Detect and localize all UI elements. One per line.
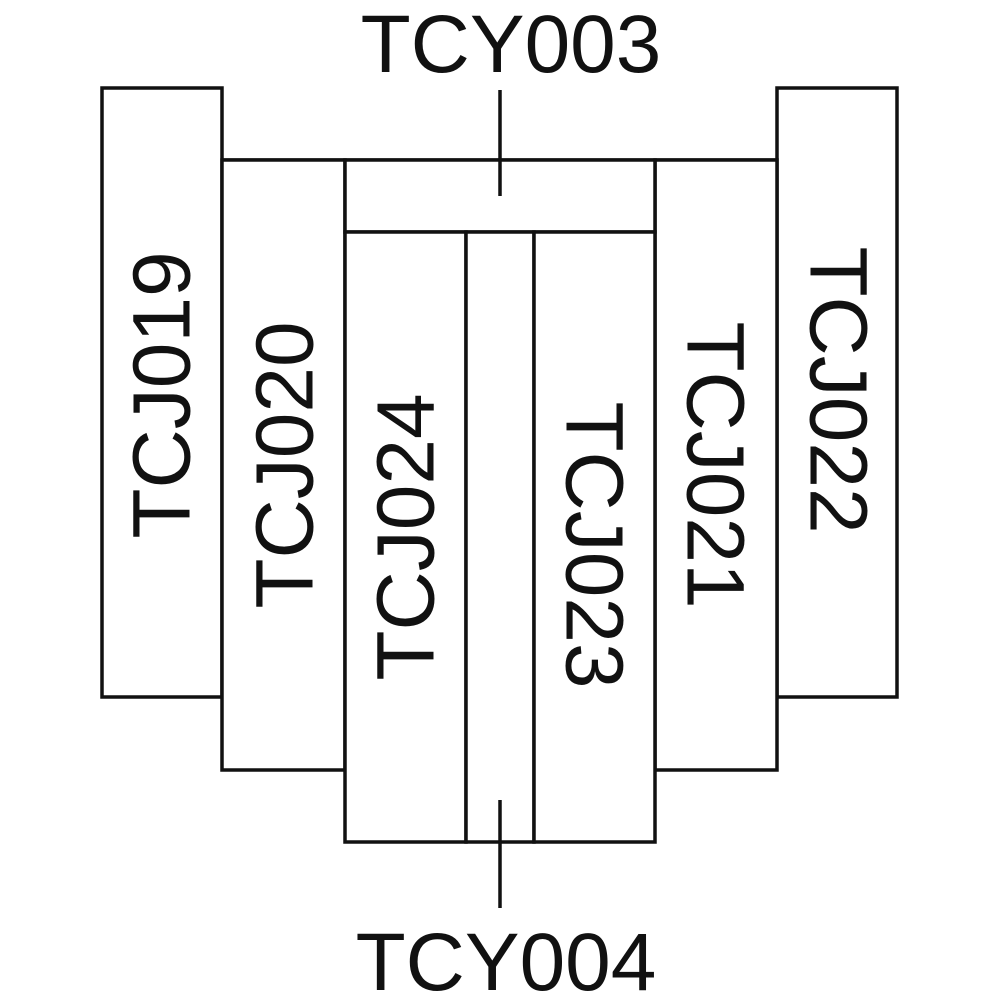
label-tcj020: TCJ020 — [240, 321, 331, 608]
panel-tcj023 — [532, 230, 657, 844]
panel-tcj024 — [343, 230, 468, 844]
label-tcj024: TCJ024 — [361, 393, 452, 680]
panel-tcj021 — [653, 158, 779, 772]
panel-tcj019 — [100, 86, 224, 699]
label-tcj022: TCJ022 — [793, 246, 884, 533]
label-tcy003: TCY003 — [361, 0, 662, 90]
label-tcj019: TCJ019 — [117, 251, 208, 538]
panel-tcy004 — [464, 230, 536, 844]
label-tcy004: TCY004 — [356, 917, 657, 1000]
panel-tcj022 — [775, 86, 899, 699]
label-tcj023: TCJ023 — [549, 401, 640, 688]
panel-tcj020 — [220, 158, 347, 772]
label-tcj021: TCJ021 — [670, 321, 761, 608]
